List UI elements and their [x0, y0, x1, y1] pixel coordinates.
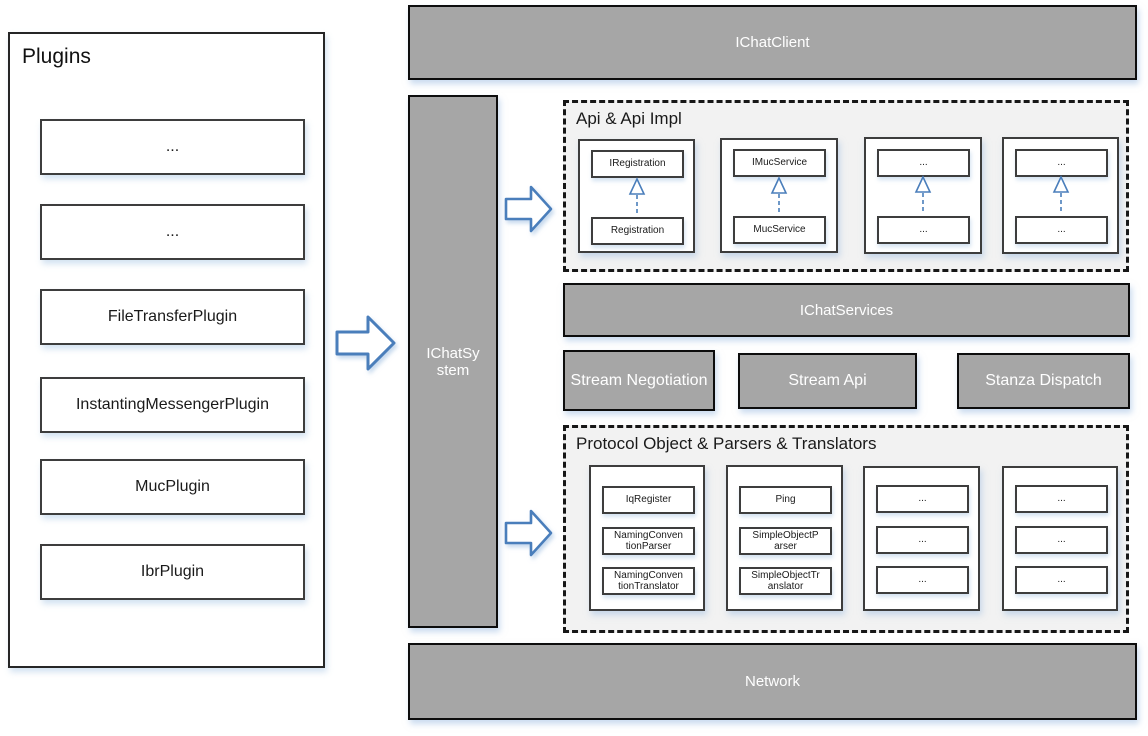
protocol-title: Protocol Object & Parsers & Translators: [576, 434, 877, 453]
implementation-class-box: Registration: [591, 217, 684, 245]
api-pair-group: IRegistration Registration: [578, 139, 695, 253]
ichatsystem-label: IChatSy stem: [426, 344, 480, 379]
protocol-item-box: ...: [876, 566, 969, 594]
api-pair-group: ... ...: [1002, 137, 1119, 254]
inheritance-arrow-icon: [770, 176, 788, 214]
plugins-title: Plugins: [22, 45, 91, 68]
protocol-group: IqRegister NamingConven tionParser Namin…: [589, 465, 705, 611]
protocol-item-box: ...: [1015, 485, 1108, 513]
api-impl-title: Api & Api Impl: [576, 109, 682, 128]
stream-negotiation-box: Stream Negotiation: [563, 350, 715, 411]
system-to-api-arrow-icon: [504, 185, 553, 233]
stream-api-label: Stream Api: [788, 372, 867, 389]
interface-class-box: IMucService: [733, 149, 826, 177]
protocol-item-box: Ping: [739, 486, 832, 514]
inheritance-arrow-icon: [628, 177, 645, 215]
protocol-item-box: ...: [1015, 526, 1108, 554]
ichatclient-label: IChatClient: [735, 34, 810, 51]
ichatsystem-bar: IChatSy stem: [408, 95, 498, 628]
protocol-item-box: ...: [1015, 566, 1108, 594]
network-bar: Network: [408, 643, 1137, 720]
plugin-item: MucPlugin: [40, 459, 305, 515]
protocol-group: ... ... ...: [863, 466, 980, 611]
interface-class-box: ...: [877, 149, 970, 177]
plugins-to-system-arrow-icon: [335, 315, 396, 371]
protocol-item-box: ...: [876, 526, 969, 554]
api-pair-group: IMucService MucService: [720, 138, 838, 253]
ichatservices-label: IChatServices: [799, 301, 894, 319]
plugin-item: IbrPlugin: [40, 544, 305, 600]
ichatservices-bar: IChatServices: [563, 283, 1130, 337]
stanza-dispatch-label: Stanza Dispatch: [985, 372, 1102, 389]
system-to-protocol-arrow-icon: [504, 509, 553, 557]
protocol-item-box: NamingConven tionTranslator: [602, 567, 695, 595]
interface-class-box: IRegistration: [591, 150, 684, 178]
stream-api-box: Stream Api: [738, 353, 917, 409]
plugin-item: FileTransferPlugin: [40, 289, 305, 345]
implementation-class-box: ...: [1015, 216, 1108, 244]
protocol-item-box: NamingConven tionParser: [602, 527, 695, 555]
plugins-panel: Plugins ... ... FileTransferPlugin Insta…: [8, 32, 325, 668]
stanza-dispatch-box: Stanza Dispatch: [957, 353, 1130, 409]
ichatclient-bar: IChatClient: [408, 5, 1137, 80]
protocol-item-box: IqRegister: [602, 486, 695, 514]
plugin-item: ...: [40, 204, 305, 260]
api-impl-section: Api & Api Impl IRegistration Registratio…: [563, 100, 1129, 272]
implementation-class-box: ...: [877, 216, 970, 244]
implementation-class-box: MucService: [733, 216, 826, 244]
plugin-item: InstantingMessengerPlugin: [40, 377, 305, 433]
protocol-section: Protocol Object & Parsers & Translators …: [563, 425, 1129, 633]
plugin-item: ...: [40, 119, 305, 175]
protocol-group: ... ... ...: [1002, 466, 1118, 611]
protocol-group: Ping SimpleObjectP arser SimpleObjectTr …: [726, 465, 843, 611]
network-label: Network: [744, 673, 800, 690]
inheritance-arrow-icon: [914, 175, 932, 213]
interface-class-box: ...: [1015, 149, 1108, 177]
protocol-item-box: SimpleObjectP arser: [739, 527, 832, 555]
inheritance-arrow-icon: [1052, 175, 1069, 213]
api-pair-group: ... ...: [864, 137, 982, 254]
protocol-item-box: ...: [876, 485, 969, 513]
protocol-item-box: SimpleObjectTr anslator: [739, 567, 832, 595]
stream-negotiation-label: Stream Negotiation: [570, 371, 708, 389]
